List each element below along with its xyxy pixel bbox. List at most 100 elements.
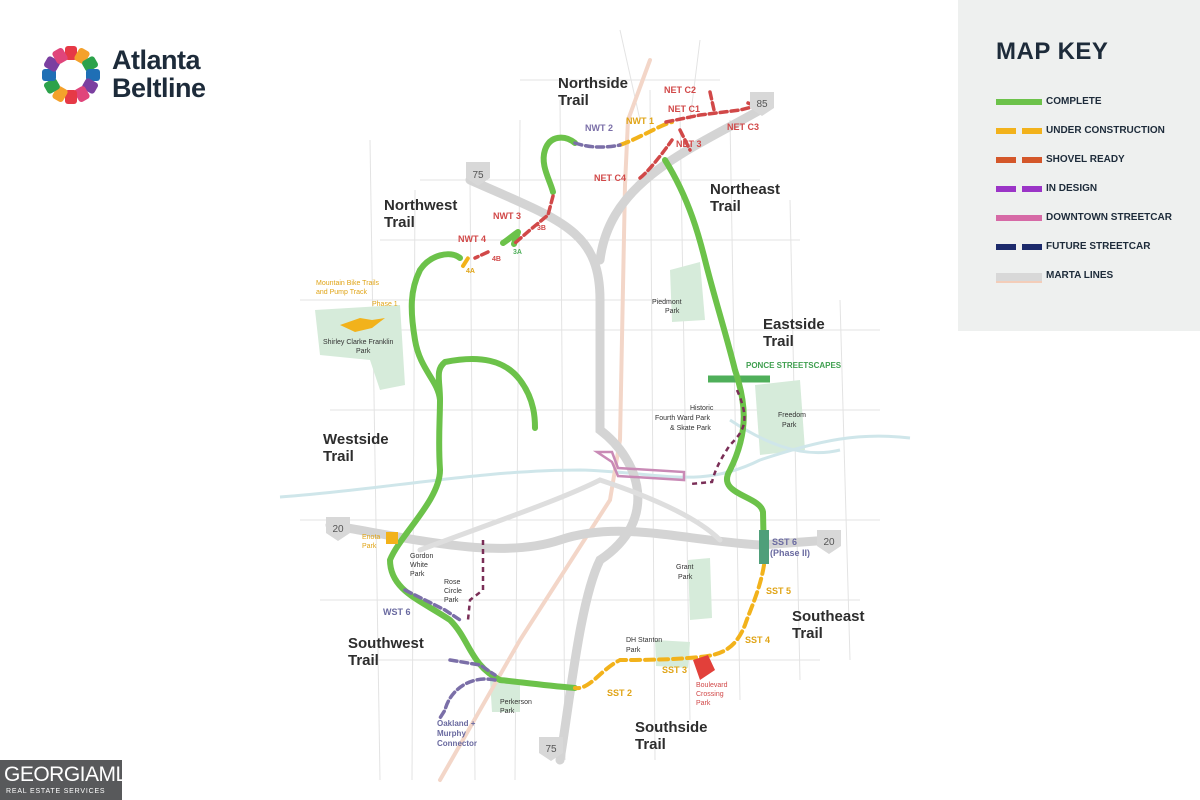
i20-west-label: 20 [332, 524, 344, 535]
logo-petal [82, 56, 99, 72]
i75-north-label: 75 [472, 170, 484, 181]
key-label: MARTA LINES [1046, 270, 1114, 281]
key-swatch [996, 99, 1042, 105]
georgia-mls-badge: GEORGIAMLS REAL ESTATE SERVICES [0, 760, 141, 800]
label-blvd-line3: Park [696, 700, 711, 707]
i75-south-shield: 75 [539, 737, 563, 761]
label-freedom-line2: Park [782, 422, 797, 429]
label-gordon-line1: Gordon [410, 553, 433, 560]
downtown-streetcar [592, 450, 686, 482]
i75-south-label: 75 [545, 744, 557, 755]
label-phase1: Phase 1 [372, 301, 398, 308]
label-sst6-phase: (Phase II) [770, 548, 810, 558]
i20-east-shield: 20 [817, 530, 841, 554]
logo-petal [65, 46, 77, 60]
label-netc3: NET C3 [727, 122, 759, 132]
label-oak-line3: Connector [437, 739, 477, 748]
logo-line2: Beltline [112, 73, 206, 103]
label-sst5: SST 5 [766, 586, 791, 596]
label-nwt1: NWT 1 [626, 116, 654, 126]
label-oak-line2: Murphy [437, 729, 466, 738]
westside-trail-line2: Trail [323, 448, 354, 465]
boulevard-crossing-park-shape [693, 655, 715, 680]
eastside-trail-line1: Eastside [763, 316, 825, 333]
northside-trail-line2: Trail [558, 92, 589, 109]
i75-north-shield: 75 [466, 162, 490, 186]
under-construction-trail [461, 120, 766, 691]
i20-east-label: 20 [823, 537, 835, 548]
label-oak-line1: Oakland + [437, 719, 476, 728]
logo-line1: Atlanta [112, 45, 201, 75]
label-rose-line1: Rose [444, 579, 460, 586]
label-fourth-line3: & Skate Park [670, 425, 711, 432]
badge-sub-text: REAL ESTATE SERVICES [6, 788, 106, 795]
logo-petal [74, 86, 90, 103]
label-netc1: NET C1 [668, 104, 700, 114]
label-grant-line1: Grant [676, 564, 694, 571]
logo-petal [42, 69, 56, 81]
key-swatch [996, 273, 1042, 283]
key-label: DOWNTOWN STREETCAR [1046, 212, 1172, 223]
parks [315, 262, 805, 712]
label-nwt4: NWT 4 [458, 234, 486, 244]
label-netc2: NET C2 [664, 85, 696, 95]
key-label: UNDER CONSTRUCTION [1046, 125, 1165, 136]
label-ponce: PONCE STREETSCAPES [746, 361, 842, 370]
logo-petal [86, 69, 100, 81]
key-swatch [996, 128, 1042, 134]
label-gordon-line2: White [410, 562, 428, 569]
beltline-logo-icon [42, 46, 100, 104]
label-wst6: WST 6 [383, 607, 411, 617]
label-grant-line2: Park [678, 574, 693, 581]
eastside-trail-line2: Trail [763, 333, 794, 350]
westside-trail-line1: Westside [323, 431, 389, 448]
enota-park-shape [386, 532, 398, 544]
northwest-trail-line2: Trail [384, 214, 415, 231]
key-label: COMPLETE [1046, 96, 1102, 107]
logo-wordmark: Atlanta Beltline [112, 46, 206, 102]
i85-shield: 85 [750, 92, 774, 116]
label-dh-line2: Park [626, 647, 641, 654]
label-shirley-line1: Shirley Clarke Franklin [323, 339, 394, 346]
label-nwt2: NWT 2 [585, 123, 613, 133]
northwest-trail-line1: Northwest [384, 197, 457, 214]
label-sst3: SST 3 [662, 665, 687, 675]
northside-trail-line1: Northside [558, 75, 628, 92]
logo-petal [43, 78, 60, 94]
badge-main-text: GEORGIAMLS [4, 763, 141, 786]
label-rose-line3: Park [444, 597, 459, 604]
key-swatch [996, 244, 1042, 250]
label-mtb-line2: and Pump Track [316, 289, 367, 296]
southwest-trail-line1: Southwest [348, 635, 424, 652]
label-sst2: SST 2 [607, 688, 632, 698]
label-3b: 3B [537, 225, 546, 232]
logo-petal [52, 47, 68, 64]
key-label: SHOVEL READY [1046, 154, 1125, 165]
label-rose-line2: Circle [444, 588, 462, 595]
label-sst6: SST 6 [772, 537, 797, 547]
logo-petal [65, 90, 77, 104]
mountain-bike-shape [340, 318, 385, 332]
label-blvd-line1: Boulevard [696, 682, 728, 689]
southside-trail-line2: Trail [635, 736, 666, 753]
northeast-trail-line2: Trail [710, 198, 741, 215]
southwest-trail-line2: Trail [348, 652, 379, 669]
label-shirley-line2: Park [356, 348, 371, 355]
in-design-trail [403, 141, 622, 720]
key-label: IN DESIGN [1046, 183, 1098, 194]
label-dh-line1: DH Stanton [626, 637, 662, 644]
label-piedmont-line1: Piedmont [652, 299, 682, 306]
sst6-phase2-highlight [759, 530, 769, 564]
southeast-trail-line1: Southeast [792, 608, 865, 625]
label-fourth-line2: Fourth Ward Park [655, 415, 710, 422]
label-gordon-line3: Park [410, 571, 425, 578]
label-blvd-line2: Crossing [696, 691, 724, 698]
label-nwt3: NWT 3 [493, 211, 521, 221]
segment-labels: NWT 2 NWT 1 NET C2 NET C1 NET C3 NET 3 N… [383, 85, 810, 698]
i20-west-shield: 20 [326, 517, 350, 541]
label-net3: NET 3 [676, 139, 702, 149]
label-3a: 3A [513, 249, 522, 256]
label-freedom-line1: Freedom [778, 412, 806, 419]
trail-names: Northside Trail Northwest Trail Northeas… [323, 75, 865, 753]
